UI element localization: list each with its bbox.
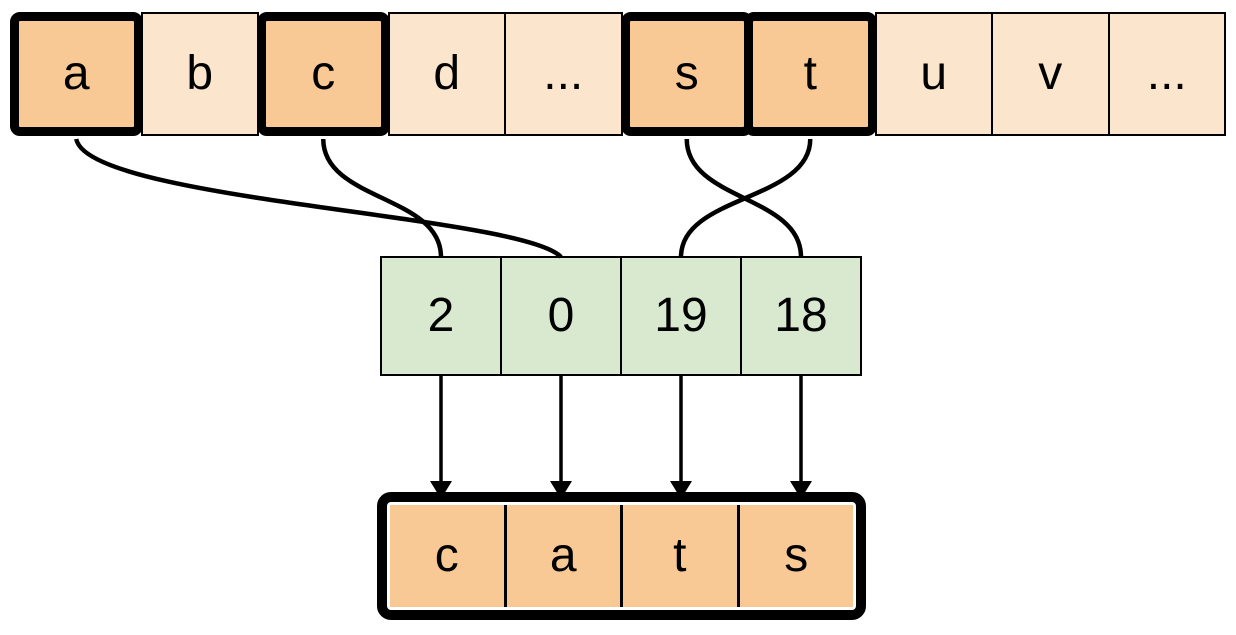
alphabet-cell-ellipsis-9: ... [1107,12,1226,136]
output-cell-a: a [503,505,620,607]
alphabet-cell-ellipsis-4: ... [504,12,623,136]
index-cell-18: 18 [740,256,862,376]
alphabet-cell-b: b [140,12,259,136]
alphabet-cell-v: v [991,12,1110,136]
output-cell-c: c [390,505,504,607]
mapping-curve-s [684,138,804,258]
index-cell-19: 19 [620,256,742,376]
alphabet-cell-t: t [744,12,877,136]
index-cell-2: 2 [380,256,502,376]
output-cell-s: s [736,505,853,607]
alphabet-cell-d: d [387,12,506,136]
output-cell-t: t [620,505,737,607]
alphabet-cell-c: c [257,12,390,136]
mapping-curve-t [678,138,813,258]
alphabet-cell-a: a [10,12,143,136]
mapping-curve-c [321,138,444,258]
index-cell-0: 0 [500,256,622,376]
alphabet-cell-s: s [620,12,753,136]
mapping-curve-a [74,138,563,259]
alphabet-cell-u: u [874,12,993,136]
